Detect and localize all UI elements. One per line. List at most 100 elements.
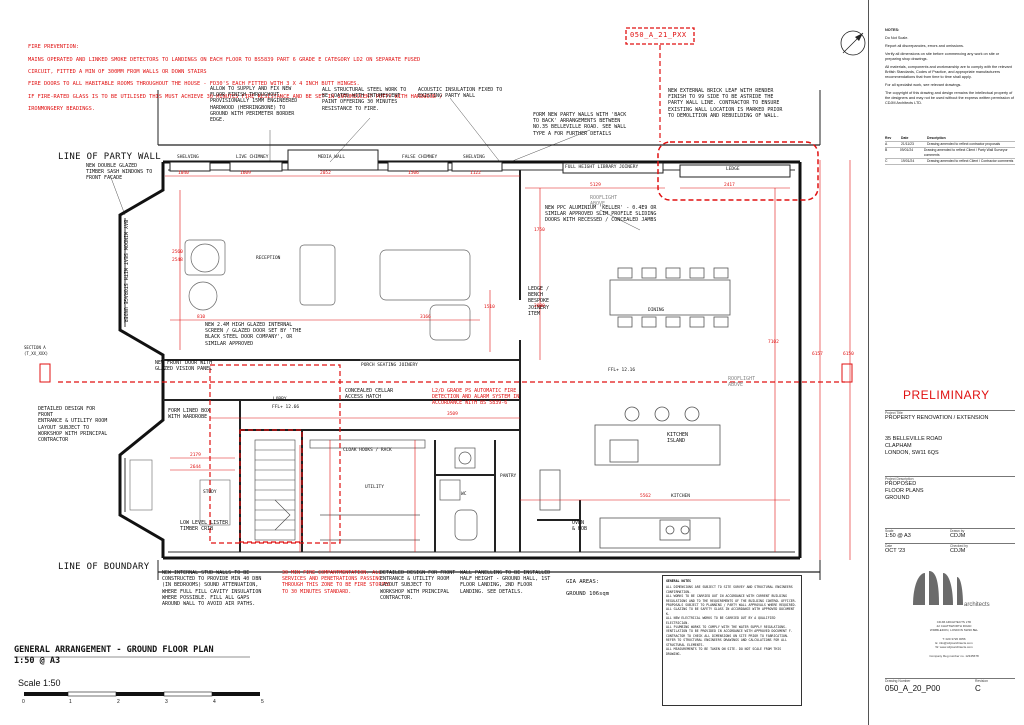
room-lobby: LOBBY — [273, 397, 287, 402]
company-line: E: info@cdjmarchitects.com — [935, 641, 973, 646]
note: Do Not Scale. — [885, 36, 909, 40]
room-dining: DINING — [648, 308, 665, 313]
drawing-number: 050_A_20_P00 — [885, 684, 941, 693]
general-notes-box: GENERAL NOTES ALL DIMENSIONS ARE SUBJECT… — [662, 575, 802, 706]
rev-cell: Drawing amended to reflect Client / Cont… — [927, 159, 1014, 163]
low-level-note: LOW LEVEL LISTER TIMBER CRIB — [180, 520, 229, 533]
boundary-label: LINE OF BOUNDARY — [58, 562, 150, 572]
room-utility: UTILITY — [365, 485, 384, 490]
library-joinery-label: FULL HEIGHT LIBRARY JOINERY — [565, 165, 639, 170]
general-note: ALL PLUMBING WORKS TO COMPLY WITH THE WA… — [666, 625, 787, 630]
note: All materials, components and workmanshi… — [885, 65, 1012, 79]
oven-label: OVEN & HOB — [572, 520, 588, 533]
general-notes-title: GENERAL NOTES — [666, 579, 691, 583]
gia-value: GROUND 106sqm — [566, 591, 610, 597]
general-note: REFER TO STRUCTURAL ENGINEERS DRAWINGS A… — [666, 638, 787, 647]
floor-plan-drawing — [14, 27, 866, 697]
staircase — [254, 439, 296, 541]
coat-hooks-label: CLOAK HOOKS / RACK — [343, 448, 392, 453]
drawing-desc-line: GROUND — [885, 495, 910, 501]
room-study: STUDY — [203, 490, 217, 495]
north-arrow — [840, 30, 866, 56]
project-title-row: Project Title PROPERTY RENOVATION / EXTE… — [885, 410, 1015, 422]
fire-prevention-notes: FIRE PREVENTION: MAINS OPERATED AND LINK… — [28, 38, 468, 119]
address-line: LONDON, SW11 6QS — [885, 450, 939, 456]
rev-header: Rev — [885, 136, 892, 140]
bay-window-note: BAY WINDOW SEAT WITH STORAGE UNDER — [122, 220, 128, 323]
dim-label: 810 — [197, 315, 206, 320]
dim-label: 1122 — [470, 171, 481, 176]
dim-label: 5129 — [590, 183, 601, 188]
dim-label: 2644 — [190, 465, 201, 470]
status-preliminary: PRELIMINARY — [903, 388, 990, 402]
note: Verify all dimensions on site before com… — [885, 52, 1000, 61]
dim-label: 2179 — [190, 453, 201, 458]
general-note: ALL MEASUREMENTS TO BE TAKEN ON SITE. DO… — [666, 647, 782, 656]
new-party-wall-note: FORM NEW PARTY WALLS WITH 'BACK TO BACK'… — [533, 112, 627, 137]
scale-tick: 3 — [165, 699, 168, 705]
general-note: ALL WORKS TO BE CARRIED OUT IN ACCORDANC… — [666, 594, 797, 603]
dim-label: 5562 — [640, 494, 651, 499]
scale-tick: 4 — [213, 699, 216, 705]
media-wall-label: MEDIA WALL — [318, 155, 346, 160]
dim-label: 2417 — [724, 183, 735, 188]
scale-ticks: 0 1 2 3 4 5 — [22, 699, 272, 705]
scale-drawn-row: Scale 1:50 @ A3 Drawn by CDJM — [885, 528, 1015, 540]
general-note: ALL DIMENSIONS ARE SUBJECT TO SITE SURVE… — [666, 585, 793, 594]
shelving-label-2: SHELVING — [463, 155, 485, 160]
drawing-number-label: Drawing Number — [885, 679, 911, 683]
company-line: W: www.cdjmarchitects.com — [935, 645, 973, 650]
dim-label: 1040 — [178, 171, 189, 176]
fire-compartment-note: 30 MIN FIRE COMPARTMENTATION. ALL SERVIC… — [282, 570, 391, 595]
bench-seat-note: PORCH SEATING JOINERY — [361, 363, 418, 368]
revision-row: A 21/11/23 Drawing amended to reflect co… — [885, 142, 1015, 148]
gia-title: GIA AREAS: — [566, 579, 600, 585]
company-line: CDJM ARCHITECTS LTD — [936, 620, 972, 624]
project-address: 35 BELLEVILLE ROAD CLAPHAM LONDON, SW11 … — [885, 436, 942, 457]
dim-label: 7102 — [768, 340, 779, 345]
ffl-dining: FFL+ 12.16 — [608, 368, 636, 373]
notes-title: NOTES: — [885, 28, 900, 32]
scale-bar — [24, 691, 260, 697]
callout-brick-leaf — [657, 141, 819, 201]
scale-field-label: Scale — [885, 529, 894, 533]
date-label: Date — [885, 544, 893, 548]
company-line: WIMBLEDON, LONDON SW20 8EL — [929, 628, 979, 633]
rev-cell: 09/01/24 — [899, 148, 914, 152]
fire-note-line: CIRCUIT, FITTED A MIN OF 300MM FROM WALL… — [28, 69, 207, 76]
kitchen-island — [539, 406, 721, 549]
rev-cell: B — [885, 148, 888, 152]
company-details: CDJM ARCHITECTS LTD 42 CHATSWORTH ROAD W… — [909, 620, 999, 658]
form-lined-box-label: FORM LINED BOX WITH WARDROBE — [168, 408, 211, 421]
dining-table — [609, 267, 731, 328]
room-kitchen: KITCHEN — [671, 494, 690, 499]
flooring-note: ALLOW TO SUPPLY AND FIX NEW FLOOR FINISH… — [210, 86, 298, 124]
company-line: T: 020 3726 0056 — [942, 636, 966, 641]
dim-label: 6150 — [843, 352, 854, 357]
kitchen-island-label: KITCHEN ISLAND — [667, 432, 689, 445]
address-line: 35 BELLEVILLE ROAD — [885, 436, 943, 442]
note: For all specialist work, see relevant dr… — [885, 83, 962, 87]
general-note: ALL NEW ELECTRICAL WORKS TO BE CARRIED O… — [666, 616, 776, 625]
fire-note-line: MAINS OPERATED AND LINKED SMOKE DETECTOR… — [28, 56, 421, 63]
drawn-by-label: Drawn by — [950, 529, 965, 533]
dim-label: 2560 — [172, 250, 183, 255]
rooflight-note-2: ROOFLIGHT ABOVE — [728, 376, 756, 389]
room-reception: RECEPTION — [256, 256, 281, 261]
scale-tick: 0 — [22, 699, 25, 705]
drawing-desc-line: PROPOSED — [885, 481, 917, 487]
checked-by-label: Checked by — [950, 544, 968, 548]
drawing-desc-label: Project Description — [885, 477, 914, 481]
revision-row: C 19/01/24 Drawing amended to reflect Cl… — [885, 159, 1015, 165]
dim-label: 3509 — [447, 412, 458, 417]
project-title-label: Project Title — [885, 411, 903, 415]
dim-label: 2548 — [172, 258, 183, 263]
project-title: PROPERTY RENOVATION / EXTENSION — [885, 415, 989, 421]
pantry-label: PANTRY — [500, 474, 517, 479]
dim-label: 1510 — [484, 305, 495, 310]
revision-row: B 09/01/24 Drawing amended to reflect Cl… — [885, 148, 1015, 159]
scale-field-value: 1:50 @ A3 — [885, 533, 911, 539]
steel-note: ALL STRUCTURAL STEEL WORK TO BE COATED W… — [322, 87, 407, 112]
checked-by-value: CDJM — [950, 548, 966, 554]
rev-cell: 19/01/24 — [901, 159, 915, 163]
